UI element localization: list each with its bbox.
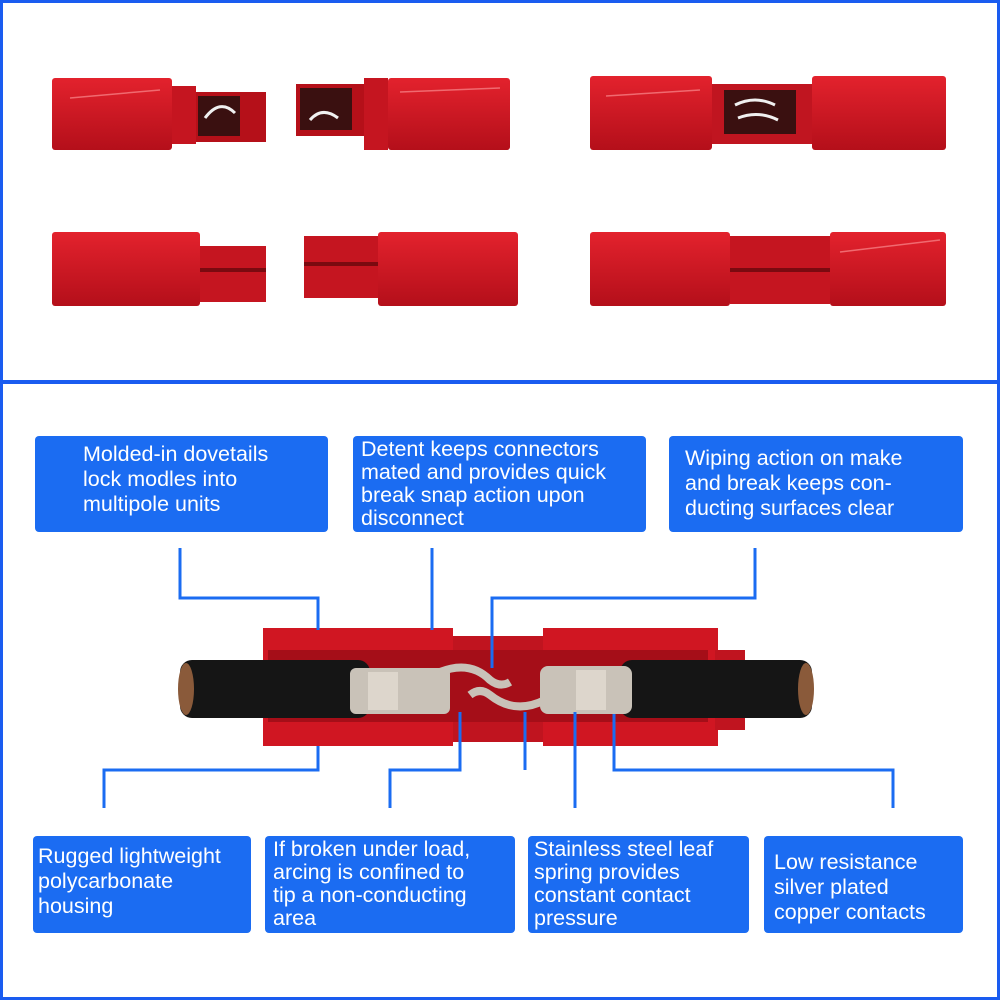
connector-half-right-closed (304, 232, 518, 306)
cutaway-diagram-panel (0, 380, 1000, 1000)
callout-spring-text: Stainless steel leaf spring provides con… (534, 837, 714, 930)
callout-dovetails: Molded-in dovetails lock modles into mul… (35, 436, 328, 532)
callout-arcing: If broken under load, arcing is confined… (265, 836, 515, 933)
contact-right (467, 666, 632, 714)
connector-photos (52, 76, 946, 306)
callout-contacts: Low resistance silver plated copper cont… (764, 836, 963, 933)
cable-left (178, 660, 370, 718)
connector-mated-open (590, 76, 946, 150)
callout-arcing-text: If broken under load, arcing is confined… (273, 837, 471, 930)
callout-housing: Rugged lightweight polycarbonate housing (33, 836, 251, 933)
callout-detent-text: Detent keeps connectors mated and provid… (361, 437, 607, 530)
callout-detent: Detent keeps connectors mated and provid… (353, 436, 646, 532)
callout-wiping-text: Wiping action on make and break keeps co… (685, 446, 903, 520)
callout-spring: Stainless steel leaf spring provides con… (528, 836, 749, 933)
callout-wiping: Wiping action on make and break keeps co… (669, 436, 963, 532)
connector-half-left-closed (52, 232, 266, 306)
connector-mated-closed (590, 232, 946, 306)
connector-half-left-open (52, 78, 266, 150)
callout-contacts-text: Low resistance silver plated copper cont… (774, 850, 926, 924)
callout-housing-text: Rugged lightweight polycarbonate housing (38, 844, 221, 918)
callout-dovetails-text: Molded-in dovetails lock modles into mul… (83, 442, 269, 516)
cable-right (620, 660, 814, 718)
connector-half-right-open (296, 78, 510, 150)
contact-left (350, 663, 513, 714)
